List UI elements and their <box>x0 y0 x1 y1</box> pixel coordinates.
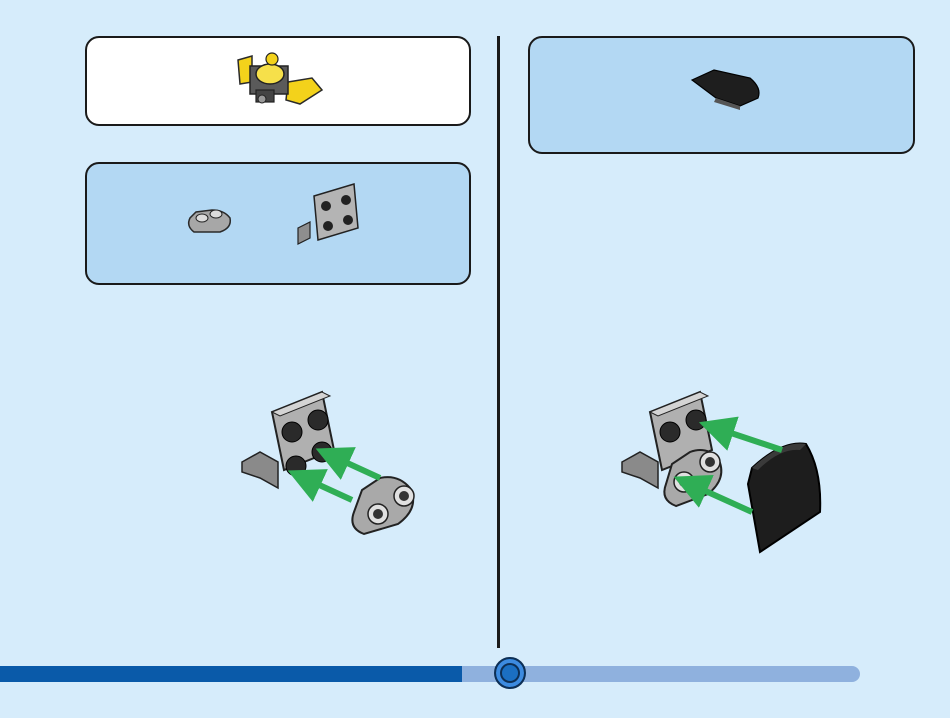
bracket-part-icon <box>298 184 358 244</box>
progress-knob <box>494 657 526 689</box>
curved-slope-part-icon <box>692 70 759 110</box>
progress-fill <box>0 666 462 682</box>
left-step-assembly <box>242 392 414 534</box>
right-step-assembly <box>622 392 820 552</box>
rounded-plate-part-icon <box>189 210 231 232</box>
minifigure-assembly-icon <box>238 53 322 104</box>
